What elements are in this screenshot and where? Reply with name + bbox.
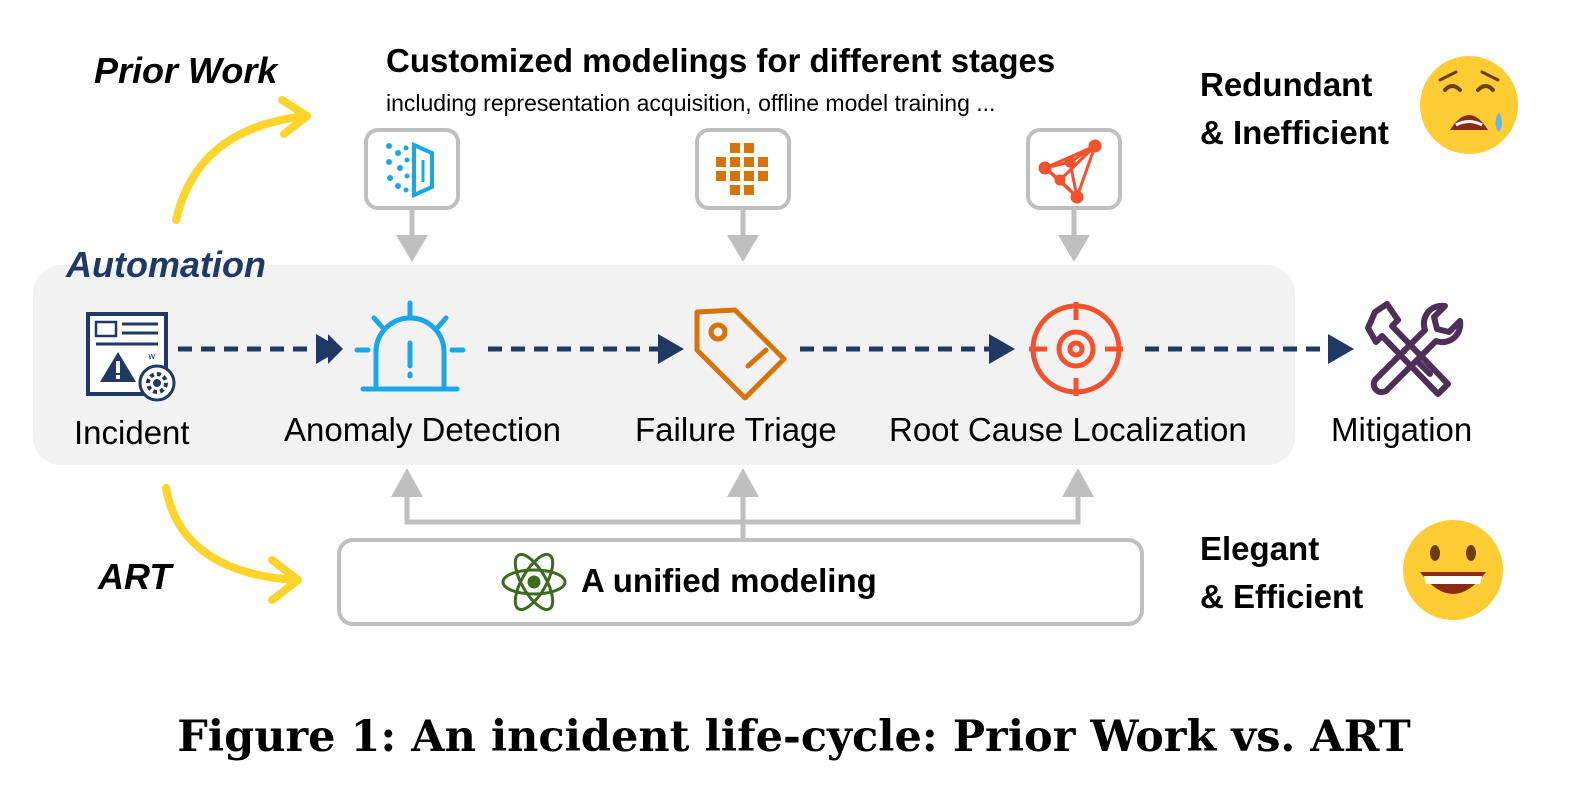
alarm-light-icon — [354, 300, 466, 392]
unified-up-arrows — [404, 494, 1081, 540]
model-down-arrows — [396, 210, 1090, 262]
incident-report-icon: w — [86, 312, 176, 402]
figure-caption: Figure 1: An incident life-cycle: Prior … — [177, 712, 1411, 762]
automation-panel — [33, 265, 1295, 465]
unified-modeling-label: A unified modeling — [581, 562, 877, 599]
tag-icon — [694, 307, 787, 401]
pipeline-arrowheads — [316, 334, 1354, 364]
prior-verdict-line2: & Inefficient — [1200, 114, 1389, 151]
stage-label-incident: Incident — [74, 414, 190, 451]
prior-verdict-line1: Redundant — [1200, 66, 1373, 103]
triage-model-box — [695, 128, 791, 210]
prior-work-label: Prior Work — [94, 50, 278, 91]
atom-icon — [501, 552, 567, 612]
prior-work-subheading: including representation acquisition, of… — [386, 90, 996, 116]
svg-text:w: w — [148, 352, 155, 362]
automation-label: Automation — [66, 244, 266, 285]
stage-label-root-cause-localization: Root Cause Localization — [889, 411, 1247, 448]
detection-model-icon — [386, 141, 434, 199]
art-verdict-line1: Elegant — [1200, 530, 1320, 567]
stage-label-anomaly-detection: Anomaly Detection — [284, 411, 561, 448]
art-label: ART — [98, 556, 172, 597]
target-icon — [1029, 302, 1123, 396]
stage-label-failure-triage: Failure Triage — [635, 411, 837, 448]
wrench-screwdriver-icon — [1365, 301, 1464, 397]
grinning-face-icon — [1403, 520, 1503, 620]
art-curve-arrow — [162, 484, 302, 604]
prior-work-heading: Customized modelings for different stage… — [386, 42, 1056, 79]
stage-label-mitigation: Mitigation — [1331, 411, 1473, 448]
unified-up-arrowheads — [391, 468, 1094, 497]
weary-face-icon — [1420, 56, 1518, 154]
localization-graph-icon — [1038, 139, 1102, 204]
art-verdict-line2: & Efficient — [1200, 578, 1364, 615]
unified-modeling-box — [337, 538, 1144, 626]
prior-work-curve-arrow — [172, 96, 311, 224]
triage-model-icon — [716, 143, 768, 195]
